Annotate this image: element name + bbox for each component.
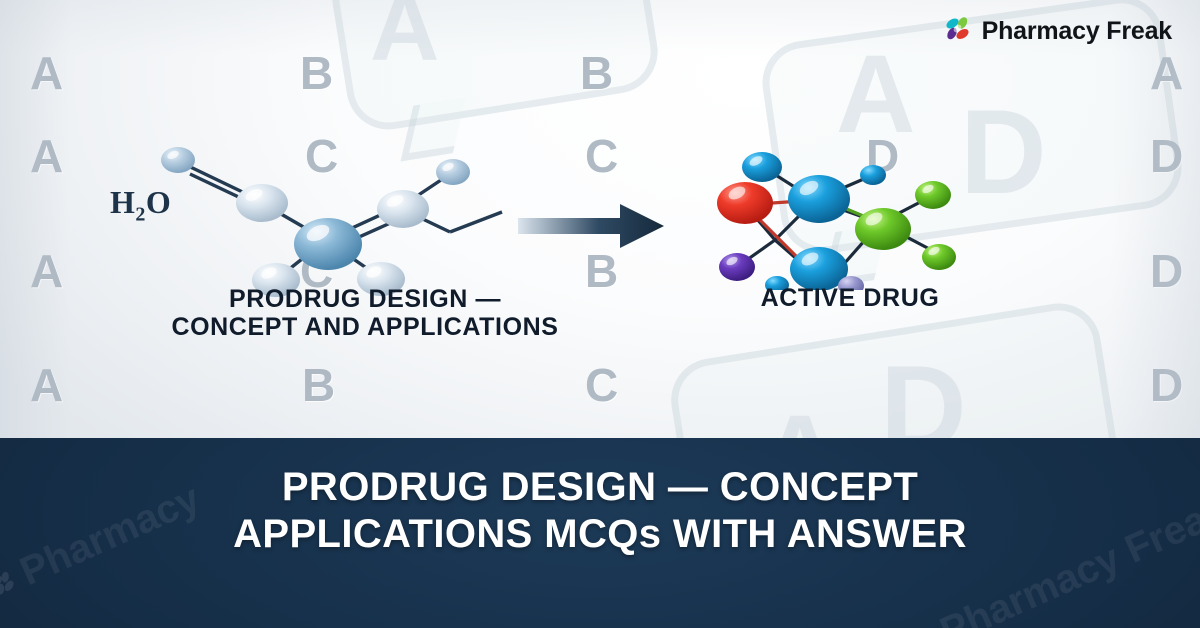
background-letter-a: A	[30, 130, 64, 182]
watermark-logo-icon	[0, 571, 14, 595]
prodrug-caption-line2: CONCEPT AND APPLICATIONS	[171, 313, 559, 341]
banner-title-line1: PRODRUG DESIGN — CONCEPT	[281, 465, 919, 509]
prodrug-molecule-icon	[150, 140, 530, 305]
banner-title: PRODRUG DESIGN — CONCEPT APPLICATIONS MC…	[0, 464, 1200, 558]
background-letter-a: A	[1150, 47, 1184, 99]
background-letter-b: B	[302, 359, 336, 411]
background-letter-a: A	[30, 245, 64, 297]
background-letter-a: A	[30, 47, 64, 99]
banner-title-line2: APPLICATIONS MCQs WITH ANSWER	[233, 512, 967, 557]
prodrug-caption: PRODRUG DESIGN — CONCEPT AND APPLICATION…	[70, 285, 660, 341]
background-letter-c: C	[305, 130, 339, 182]
background-letter-b: B	[580, 47, 614, 99]
h2o-o: O	[145, 184, 172, 220]
bubble-letter-a: A	[836, 33, 916, 156]
bubble-letter-d: D	[880, 341, 967, 438]
bubble-letter-d: D	[960, 85, 1047, 219]
brand-name: Pharmacy Freak	[981, 17, 1173, 45]
background-letter-d: D	[1150, 245, 1184, 297]
right-arrow-icon	[516, 200, 666, 257]
background-letter-b: B	[585, 245, 619, 297]
background-letter-a: A	[30, 359, 64, 411]
h2o-label: H2O	[110, 184, 171, 226]
pharmacy-freak-pills-logo-icon	[943, 14, 973, 49]
background-letter-d: D	[1150, 130, 1184, 182]
active-drug-caption: ACTIVE DRUG	[760, 284, 940, 312]
bubble-letter-a: A	[760, 400, 839, 439]
active-drug-molecule-icon	[715, 145, 985, 296]
background-letter-b: B	[300, 47, 334, 99]
title-banner: Pharmacy Pharmacy Freak PRODRUG DESIGN —…	[0, 438, 1200, 628]
background-letter-c: C	[585, 359, 619, 411]
brand-logo[interactable]: Pharmacy Freak	[943, 14, 1172, 49]
prodrug-caption-line1: PRODRUG DESIGN —	[228, 285, 502, 313]
h2o-h: H	[110, 184, 136, 220]
h2o-subscript: 2	[135, 203, 146, 226]
bubble-letter-a: A	[370, 0, 440, 81]
watermark-left: Pharmacy	[0, 476, 207, 609]
background-letter-c: C	[585, 130, 619, 182]
background-letter-d: D	[1150, 359, 1184, 411]
